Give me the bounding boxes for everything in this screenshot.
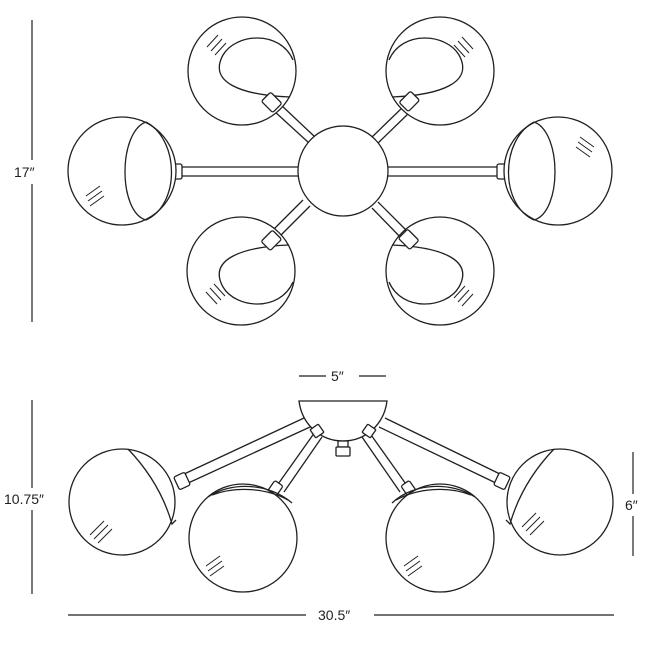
top-view <box>67 16 613 326</box>
globe-left <box>67 116 177 226</box>
side-view-globes <box>68 448 614 593</box>
side-view-stud <box>335 440 351 457</box>
dimension-shade-label: 6″ <box>625 497 638 513</box>
globe-right <box>503 116 613 226</box>
globe-bottom-left <box>186 216 296 326</box>
dimension-height-side-label: 10.75″ <box>4 491 44 507</box>
top-view-canopy <box>297 125 389 217</box>
side-globe-far-right <box>505 448 614 556</box>
globe-top-left <box>187 16 297 126</box>
side-globe-inner-right <box>385 483 495 593</box>
globe-top-right <box>385 16 495 126</box>
side-view-arms <box>181 417 503 493</box>
side-view <box>68 400 614 593</box>
side-globe-far-left <box>68 448 177 556</box>
dimension-lines <box>31 20 634 616</box>
side-globe-inner-left <box>188 483 298 593</box>
globe-bottom-right <box>385 216 495 326</box>
dimension-canopy-label: 5″ <box>331 368 344 384</box>
dimension-width-label: 30.5″ <box>318 607 351 623</box>
dimension-height-top-label: 17″ <box>14 164 35 180</box>
